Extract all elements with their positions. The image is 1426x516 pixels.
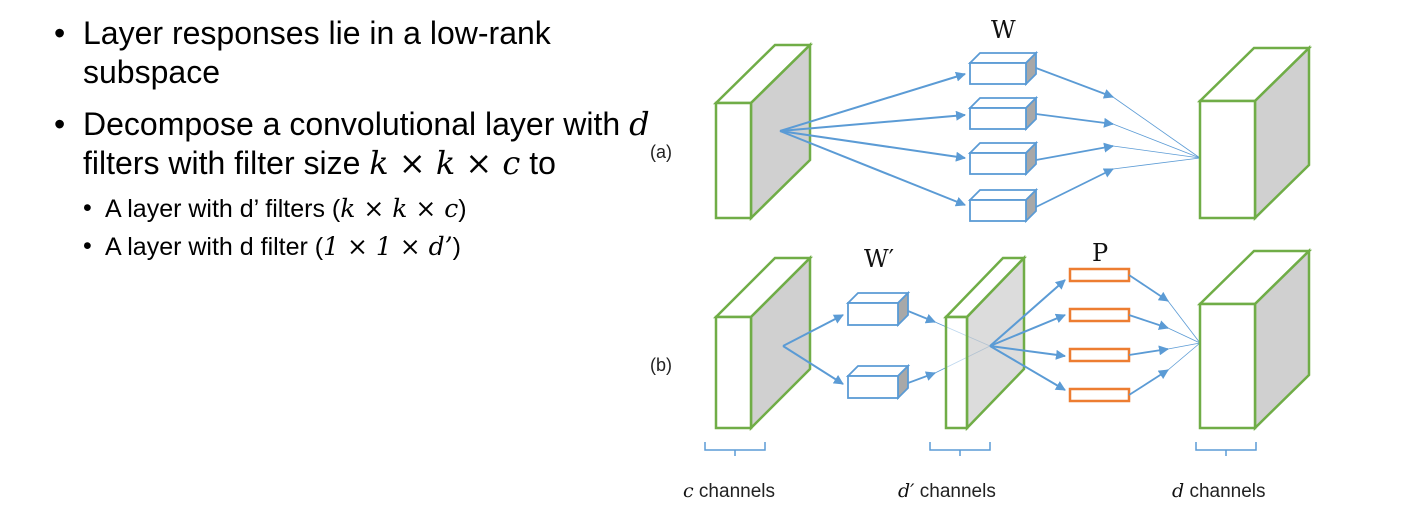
input-block-a <box>712 42 814 221</box>
bullet-low-rank-text: Layer responses lie in a low-rank subspa… <box>83 15 551 90</box>
arrows-fanout-a <box>779 71 966 207</box>
bullet-dot: • <box>54 106 66 142</box>
filter-p-box <box>1068 387 1131 403</box>
filter-box <box>967 50 1039 87</box>
arrows-fanout-b <box>782 314 844 385</box>
label-W: W <box>991 16 1016 44</box>
channels-dprime-var: d′ <box>898 480 915 502</box>
bullet-dot: • <box>83 232 92 260</box>
channels-c-text: channels <box>694 481 775 502</box>
label-P: P <box>1092 239 1108 267</box>
filter-p-box <box>1068 267 1131 283</box>
math-kkc: k × k × c <box>369 144 521 182</box>
channels-d-var: d <box>1172 480 1184 502</box>
sub-bullet-text: A layer with d filter ( <box>105 233 324 261</box>
channel-braces <box>704 442 1257 456</box>
brace-dprime <box>929 442 991 456</box>
output-block-b <box>1196 248 1313 431</box>
var-d: d <box>629 105 650 143</box>
filter-box <box>967 187 1039 224</box>
sub-bullet-close: ) <box>452 233 461 261</box>
bullet-decompose-text-b: filters with filter size <box>83 145 370 181</box>
sub-bullet-close: ) <box>458 195 467 223</box>
output-block-a <box>1196 45 1313 221</box>
label-W-prime: W′ <box>864 245 894 273</box>
bullet-dot: • <box>54 15 66 51</box>
middle-block-dprime <box>943 254 1027 432</box>
sub-bullet-math: 1 × 1 × d’ <box>323 232 453 261</box>
filters-a <box>967 50 1039 224</box>
filter-box <box>845 290 911 328</box>
filter-p-box <box>1068 307 1131 323</box>
bullet-decompose-text-a: Decompose a convolutional layer with <box>83 106 630 142</box>
input-block-b <box>712 254 814 432</box>
sub-bullet-list: • A layer with d’ filters (k × k × c) • … <box>83 190 654 266</box>
channels-d-text: channels <box>1184 481 1265 502</box>
filter-p-box <box>1068 347 1131 363</box>
channels-dprime-text: channels <box>914 481 995 502</box>
arrows-fanout-p <box>989 279 1066 391</box>
sub-bullet-text: A layer with d’ filters ( <box>105 195 341 223</box>
bullet-decompose-text-c: to <box>520 145 556 181</box>
label-dprime-channels: d′ channels <box>898 480 996 502</box>
arrows-fanin-a <box>1035 67 1201 208</box>
label-c-channels: c channels <box>683 480 775 502</box>
filters-p <box>1068 267 1131 403</box>
bullet-low-rank: • Layer responses lie in a low-rank subs… <box>54 14 654 92</box>
filter-box <box>967 140 1039 177</box>
label-d-channels: d channels <box>1172 480 1266 502</box>
filter-box <box>967 95 1039 132</box>
brace-d <box>1195 442 1257 456</box>
channels-c-var: c <box>683 480 694 502</box>
label-b: (b) <box>650 355 672 375</box>
label-a: (a) <box>650 142 672 162</box>
arrows-fanin-b <box>1128 274 1201 396</box>
filter-box <box>845 363 911 401</box>
sub-bullet-math: k × k × c <box>340 194 459 223</box>
brace-c <box>704 442 766 456</box>
bullet-dot: • <box>83 194 92 222</box>
sub-bullet-d-layer: • A layer with d filter (1 × 1 × d’) <box>83 228 654 266</box>
bullet-decompose: • Decompose a convolutional layer with d… <box>54 105 654 266</box>
sub-bullet-dprime-layer: • A layer with d’ filters (k × k × c) <box>83 190 654 228</box>
bullet-list: • Layer responses lie in a low-rank subs… <box>54 14 654 266</box>
filters-wprime <box>845 290 911 401</box>
